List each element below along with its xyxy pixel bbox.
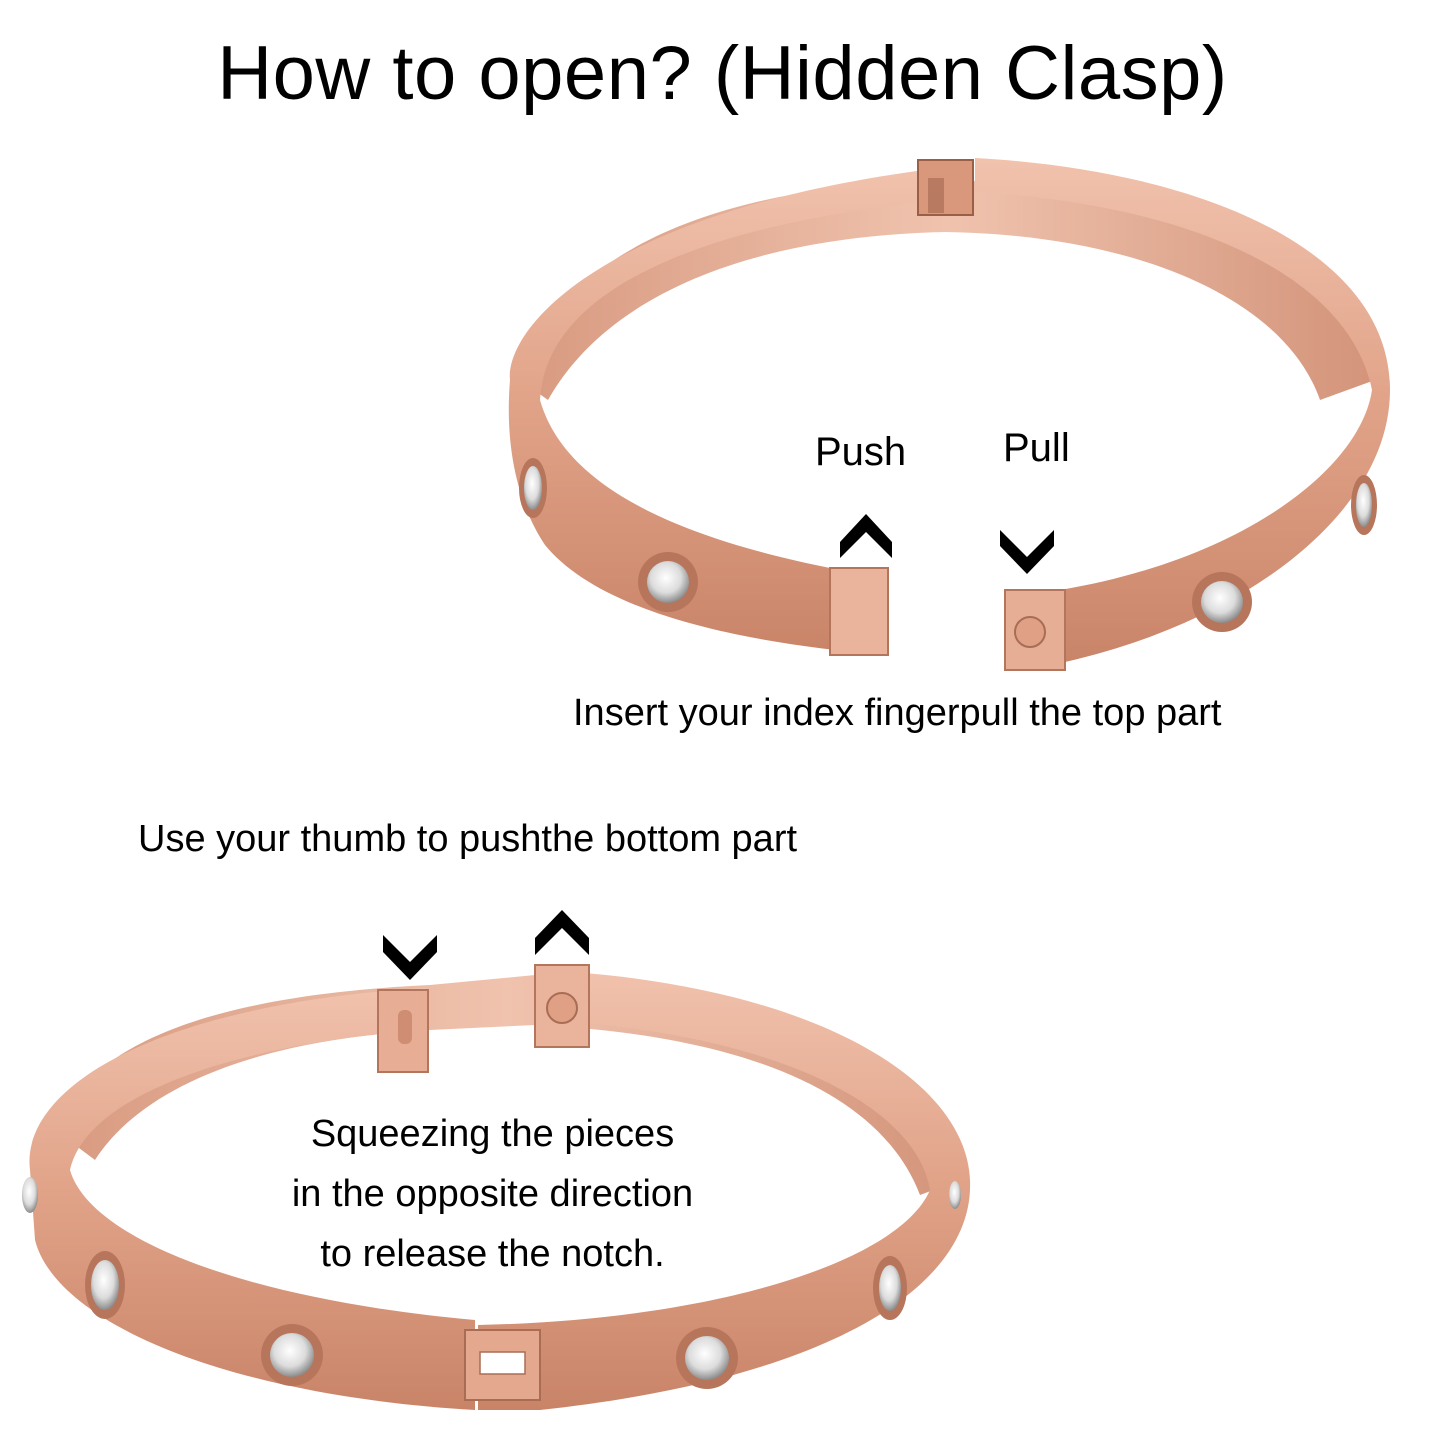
release-instruction-line: Squeezing the pieces	[310, 1113, 675, 1155]
push-label: Push	[815, 430, 907, 474]
page-title: How to open? (Hidden Clasp)	[217, 31, 1228, 116]
bottom-bracelet	[22, 964, 971, 1410]
chevron-up-icon	[840, 514, 892, 558]
top-bracelet	[508, 158, 1390, 671]
chevron-down-icon	[383, 935, 437, 980]
release-instruction: Squeezing the pieces in the opposite dir…	[230, 1104, 755, 1284]
release-instruction-line: in the opposite direction	[291, 1173, 694, 1215]
release-instruction-line: to release the notch.	[320, 1233, 665, 1275]
chevron-up-icon	[535, 910, 589, 955]
chevron-down-icon	[1000, 530, 1054, 574]
pull-label: Pull	[1003, 426, 1070, 470]
bottom-instruction: Use your thumb to pushthe bottom part	[138, 818, 798, 860]
top-instruction: Insert your index fingerpull the top par…	[573, 692, 1222, 734]
